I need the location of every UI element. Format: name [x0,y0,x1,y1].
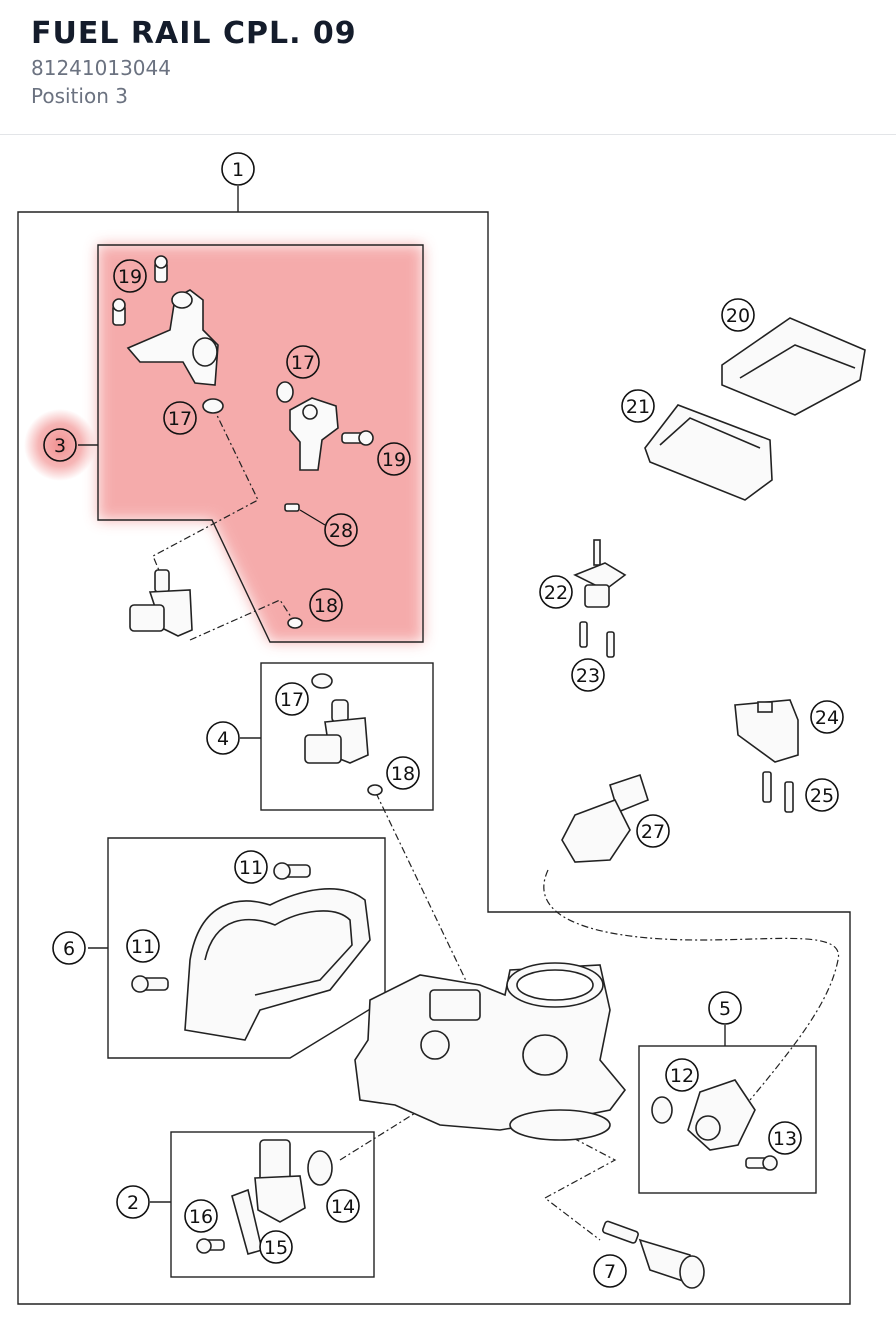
o-ring-part [307,1150,333,1186]
page-header: FUEL RAIL CPL. 09 81241013044 Position 3 [0,0,896,135]
callout-label: 17 [168,408,192,430]
callout-label: 21 [626,396,650,418]
o-ring-part [287,617,303,629]
callout-label: 11 [239,857,263,879]
injector-part [304,699,369,764]
screw-part [579,621,588,648]
screw-part [784,781,794,813]
idle-valve-part [602,1220,705,1289]
callout-label: 5 [719,998,731,1020]
callout-label: 2 [127,1192,139,1214]
callout-21[interactable]: 21 [621,389,655,423]
callout-label: 13 [773,1128,797,1150]
o-ring-part [276,381,294,403]
callout-20[interactable]: 20 [721,298,755,332]
callout-19[interactable]: 19 [113,259,147,293]
screw-part [606,631,615,658]
callout-22[interactable]: 22 [539,575,573,609]
callout-label: 4 [217,728,229,750]
sensor-part [734,699,799,763]
callout-2[interactable]: 2 [116,1185,150,1219]
callout-12[interactable]: 12 [665,1058,699,1092]
callout-5[interactable]: 5 [708,991,742,1025]
callout-label: 17 [291,352,315,374]
callout-label: 19 [118,266,142,288]
callout-7[interactable]: 7 [593,1254,627,1288]
callout-13[interactable]: 13 [768,1121,802,1155]
callout-11[interactable]: 11 [234,850,268,884]
callout-27[interactable]: 27 [636,814,670,848]
callout-label: 12 [670,1065,694,1087]
callout-label: 22 [544,582,568,604]
screw-part [112,298,126,326]
callout-label: 23 [576,665,600,687]
ecu-part [644,404,773,501]
callout-16[interactable]: 16 [184,1199,218,1233]
callout-label: 25 [810,785,834,807]
callout-label: 14 [331,1196,355,1218]
part-number: 81241013044 [31,56,171,80]
callout-label: 15 [264,1237,288,1259]
callout-label: 27 [641,821,665,843]
callout-28[interactable]: 28 [299,509,358,547]
callout-17[interactable]: 17 [163,401,197,435]
callout-label: 24 [815,707,839,729]
pin-part [284,503,300,512]
screw-part [131,975,169,993]
part-drawings [112,255,866,1289]
callout-1[interactable]: 1 [221,152,255,186]
callout-label: 11 [131,936,155,958]
temp-sensor-part [561,773,649,863]
tps-sensor-part [687,1079,756,1151]
callout-label: 7 [604,1261,616,1283]
callout-markers: 1 3 19 19 17 17 28 18 4 17 18 6 11 11 2 … [43,152,844,1288]
callout-label: 18 [314,595,338,617]
callout-label: 1 [232,159,244,181]
callout-label: 3 [54,435,66,457]
screw-part [762,771,772,803]
callout-24[interactable]: 24 [810,700,844,734]
callout-17[interactable]: 17 [275,682,309,716]
callout-3[interactable]: 3 [43,428,77,462]
sensor-part [573,539,627,608]
o-ring-part [651,1096,673,1124]
callout-label: 16 [189,1206,213,1228]
callout-17[interactable]: 17 [286,345,320,379]
callout-18[interactable]: 18 [309,588,343,622]
screw-part [745,1155,778,1171]
fuel-rail-part [126,289,219,386]
callout-15[interactable]: 15 [259,1230,293,1264]
ecu-part [721,317,866,416]
injector-part [129,569,193,637]
callout-14[interactable]: 14 [326,1189,360,1223]
callout-label: 18 [391,763,415,785]
throttle-body-part [354,962,627,1141]
screw-part [154,255,168,283]
callout-6[interactable]: 6 [52,931,86,965]
o-ring-part [367,784,383,796]
callout-25[interactable]: 25 [805,778,839,812]
position-label: Position 3 [31,84,128,108]
callout-4[interactable]: 4 [206,721,240,755]
screw-part [196,1238,225,1254]
callout-label: 6 [63,938,75,960]
screw-part [341,430,374,446]
page-title: FUEL RAIL CPL. 09 [31,16,357,51]
callout-11[interactable]: 11 [126,929,160,963]
o-ring-part [311,673,333,689]
assembly-frames [17,186,851,1305]
callout-18[interactable]: 18 [386,756,420,790]
callout-label: 19 [382,449,406,471]
throttle-cover-part [184,888,371,1041]
callout-label: 28 [329,520,353,542]
pressure-sensor-part [254,1139,306,1223]
callout-19[interactable]: 19 [377,442,411,476]
rail-connector-part [289,397,339,471]
screw-part [273,862,311,880]
callout-23[interactable]: 23 [571,658,605,692]
callout-label: 17 [280,689,304,711]
callout-label: 20 [726,305,750,327]
o-ring-part [202,398,224,414]
